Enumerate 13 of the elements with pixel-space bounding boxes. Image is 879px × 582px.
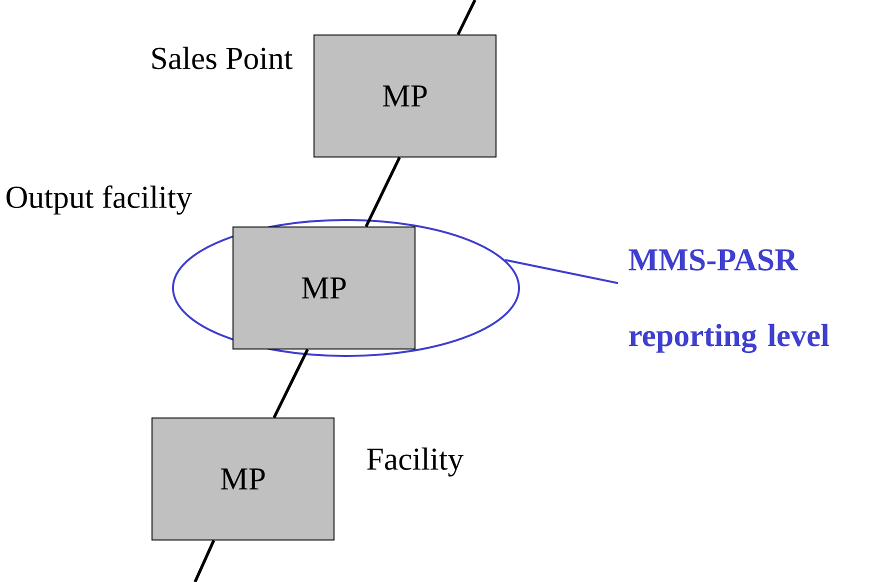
connector-line <box>272 348 309 418</box>
node-caption: Sales Point <box>152 46 293 70</box>
process-box: MP <box>314 34 496 158</box>
node-caption: Facility <box>367 448 464 476</box>
connector-line <box>456 0 476 36</box>
leader-line <box>504 258 618 284</box>
connector-line <box>194 540 216 582</box>
highlight-ellipse <box>172 219 520 357</box>
callout-text: MMS-PASR reporting level <box>628 249 829 354</box>
process-box: MP <box>232 226 416 350</box>
node-caption: Output facility <box>6 185 192 215</box>
connector-line <box>364 156 401 228</box>
process-box: MP <box>152 418 334 540</box>
